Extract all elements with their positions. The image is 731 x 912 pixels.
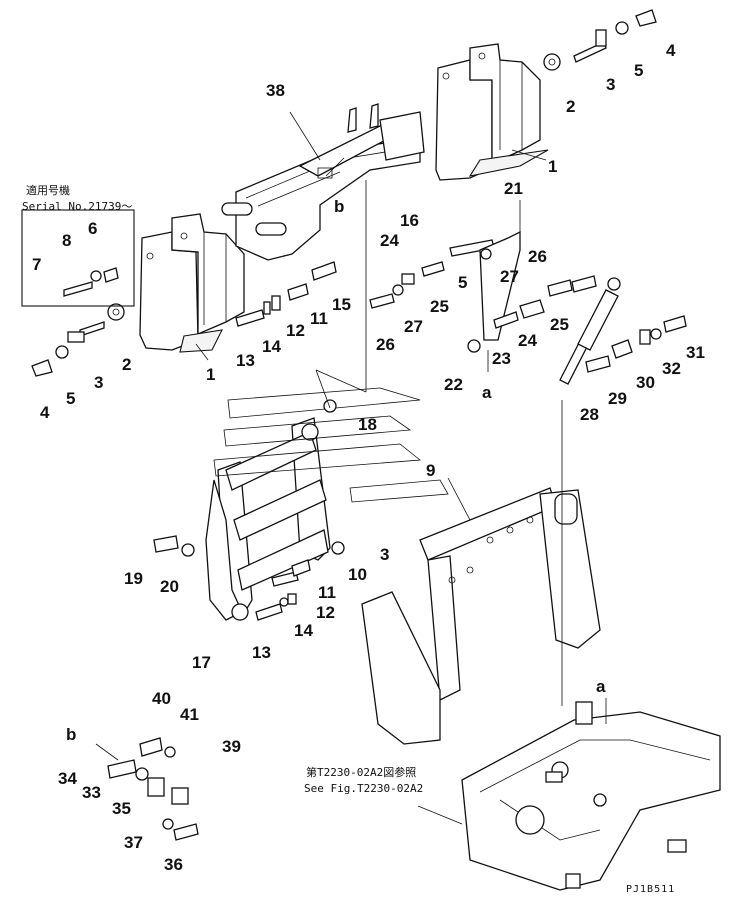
label-12: 12 [286,321,305,340]
label-31: 31 [686,343,705,362]
label-13: 13 [252,643,271,662]
label-13: 13 [236,351,255,370]
label-32: 32 [662,359,681,378]
label-7: 7 [32,255,41,274]
label-8: 8 [62,231,71,250]
label-9: 9 [426,461,435,480]
label-18: 18 [358,415,377,434]
label-41: 41 [180,705,199,724]
label-14: 14 [262,337,281,356]
guard-frame [221,103,425,261]
label-11: 11 [310,309,328,328]
label-2: 2 [566,97,575,116]
label-1: 1 [548,157,557,176]
label-4: 4 [40,403,50,422]
label-40: 40 [152,689,171,708]
label-12: 12 [316,603,335,622]
label-5: 5 [66,389,75,408]
label-34: 34 [58,769,77,788]
label-35: 35 [112,799,131,818]
label-5: 5 [634,61,643,80]
label-22: 22 [444,375,463,394]
label-29: 29 [608,389,627,408]
label-16: 16 [400,211,419,230]
label-24: 24 [380,231,399,250]
drawing-code: PJ1B511 [626,884,675,895]
label-27: 27 [500,267,519,286]
ref-a-label: a [482,383,492,402]
see-figure-note-jp: 第T2230-02A2図参照 [306,765,416,779]
label-23: 23 [492,349,511,368]
main-frame [361,487,601,745]
leader-lines [95,111,607,825]
label-37: 37 [124,833,143,852]
label-6: 6 [88,219,97,238]
label-14: 14 [294,621,313,640]
serial-note-jp: 適用号機 [26,183,70,197]
ref-b-label: b [334,197,344,216]
serial-inset-box [21,209,135,307]
label-19: 19 [124,569,143,588]
label-4: 4 [666,41,676,60]
lift-arm-assembly [205,417,331,621]
label-39: 39 [222,737,241,756]
label-21: 21 [504,179,523,198]
label-1: 1 [206,365,215,384]
label-26: 26 [376,335,395,354]
label-15: 15 [332,295,351,314]
label-3: 3 [606,75,615,94]
label-3: 3 [94,373,103,392]
hardware [31,9,687,841]
label-30: 30 [636,373,655,392]
see-figure-note-en: See Fig.T2230-02A2 [304,782,423,795]
part-labels: 1 1 2 2 3 3 3 4 4 5 5 5 6 7 8 9 10 11 11… [32,41,705,874]
ghost-outline [213,387,449,503]
label-11: 11 [318,583,336,602]
label-27: 27 [404,317,423,336]
label-17: 17 [192,653,211,672]
label-25: 25 [430,297,449,316]
label-25: 25 [550,315,569,334]
label-2: 2 [122,355,131,374]
chassis-frame [461,701,721,891]
label-28: 28 [580,405,599,424]
label-38: 38 [266,81,285,100]
counterweight-right [435,43,549,181]
label-5: 5 [458,273,467,292]
serial-note-en: Serial No.21739～ [22,200,132,213]
label-36: 36 [164,855,183,874]
label-20: 20 [160,577,179,596]
ref-a-label: a [596,677,606,696]
label-33: 33 [82,783,101,802]
label-24: 24 [518,331,537,350]
label-3: 3 [380,545,389,564]
counterweight-left [139,213,245,353]
label-10: 10 [348,565,367,584]
label-26: 26 [528,247,547,266]
ref-b-label: b [66,725,76,744]
